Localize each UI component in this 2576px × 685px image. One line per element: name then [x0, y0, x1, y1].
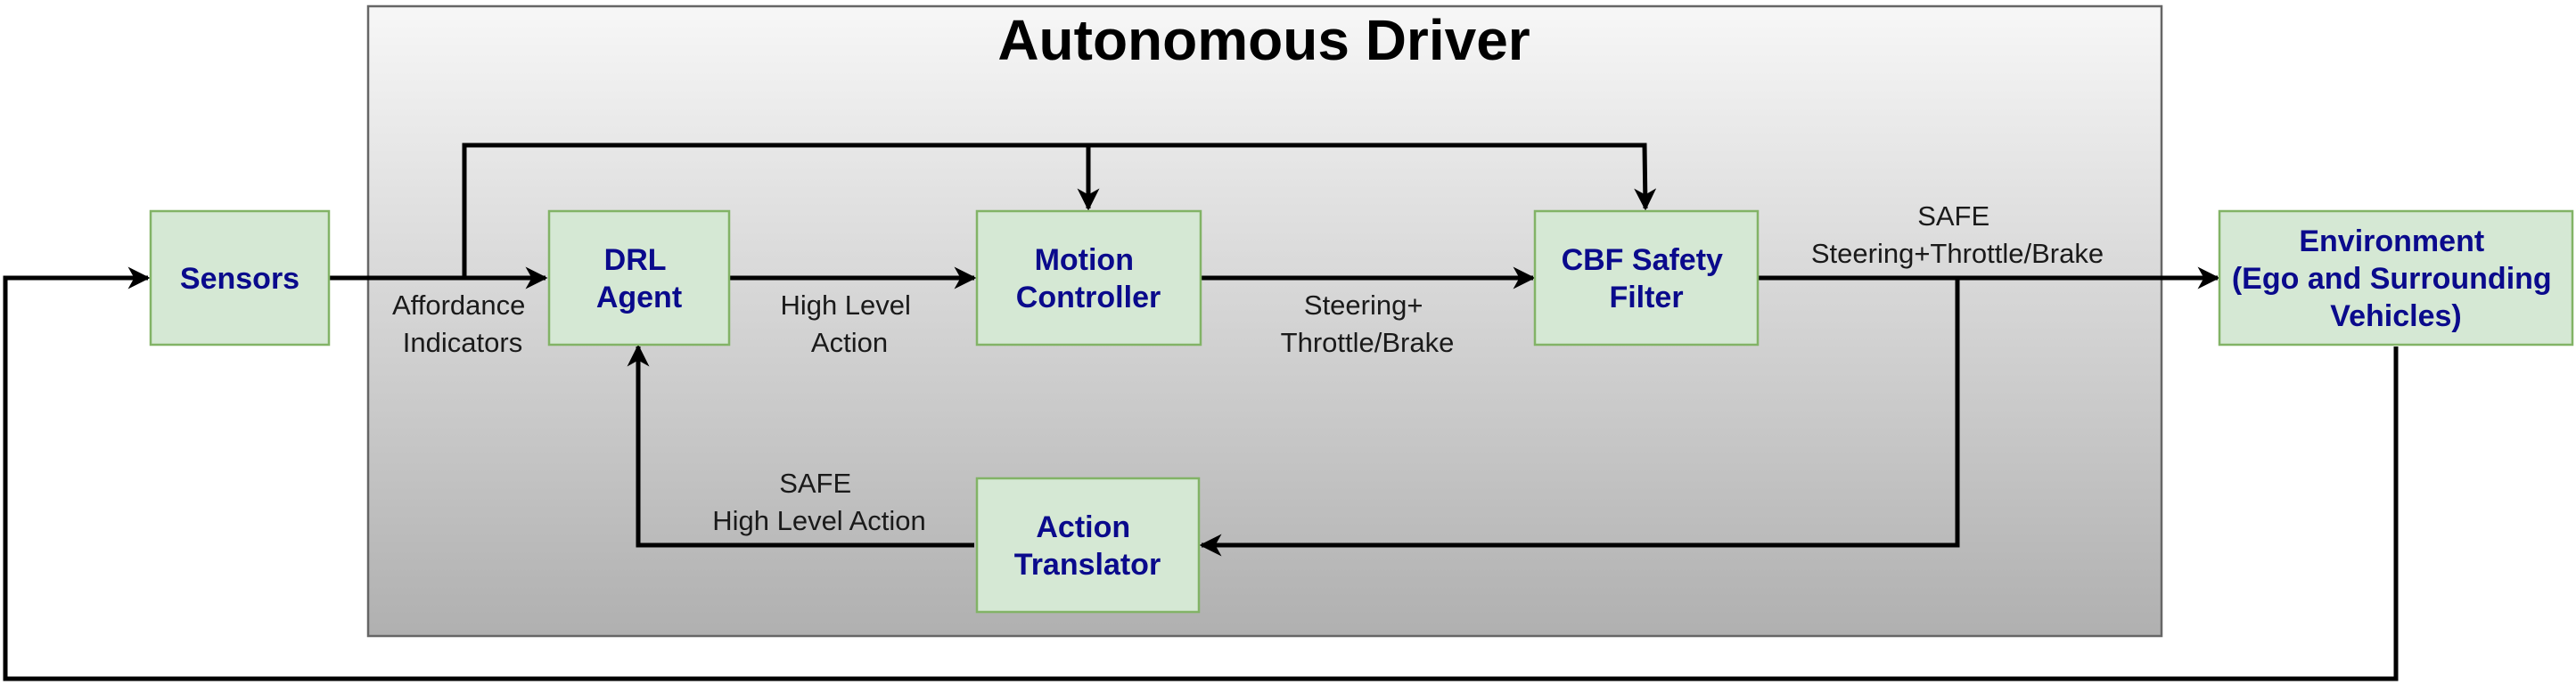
edge-label-steering-throttle-brake-line-1: Steering+	[1304, 289, 1423, 321]
block-action-translator-label-line-1: Action	[1036, 510, 1130, 544]
block-environment: Environment (Ego and Surrounding Vehicle…	[2218, 209, 2574, 347]
block-environment-label-line-3: Vehicles)	[2330, 299, 2461, 333]
edge-label-affordance-indicators: Affordance Indicators	[392, 289, 533, 358]
edge-label-affordance-indicators-line-1: Affordance	[392, 289, 525, 321]
svg-text:DRL Agent: DRL Agent	[596, 243, 682, 314]
edge-label-safe-high-level-action-line-2: High Level Action	[712, 505, 926, 536]
edge-label-safe-high-level-action: SAFE High Level Action	[712, 468, 926, 536]
block-cbf-safety-filter-label-line-1: CBF Safety	[1562, 243, 1723, 277]
block-environment-label-line-2: (Ego and Surrounding	[2232, 262, 2552, 296]
connector-cbf-branch-to-action-translator	[1199, 278, 1960, 557]
container-title: Autonomous Driver	[997, 8, 1530, 72]
connector-action-translator-to-drl-agent	[627, 344, 974, 548]
edge-label-steering-throttle-brake-line-2: Throttle/Brake	[1281, 327, 1455, 358]
connector-affordance-branch-top	[462, 143, 1657, 278]
edge-label-affordance-indicators-line-2: Indicators	[403, 327, 522, 358]
block-drl-agent-label-line-1: DRL	[604, 243, 666, 277]
block-motion-controller-label-line-2: Controller	[1016, 281, 1161, 314]
edge-label-safe-steering-throttle-brake: SAFE Steering+Throttle/Brake	[1811, 200, 2104, 269]
block-cbf-safety-filter: CBF Safety Filter	[1533, 209, 1760, 347]
connectors	[3, 143, 2399, 681]
edge-label-safe-steering-line-2: Steering+Throttle/Brake	[1811, 238, 2104, 269]
block-action-translator: Action Translator	[975, 477, 1201, 614]
edge-label-high-level-action: High Level Action	[780, 289, 918, 358]
edge-label-safe-high-level-action-line-1: SAFE	[779, 468, 851, 499]
edge-label-high-level-action-line-2: Action	[811, 327, 888, 358]
edge-label-steering-throttle-brake: Steering+ Throttle/Brake	[1281, 289, 1455, 358]
block-drl-agent: DRL Agent	[547, 209, 731, 347]
edge-label-high-level-action-line-1: High Level	[780, 289, 910, 321]
connector-environment-feedback-to-sensors	[3, 266, 2399, 681]
svg-text:Motion Controller: Motion Controller	[1016, 243, 1161, 314]
block-sensors-label: Sensors	[180, 262, 299, 296]
svg-text:Environment (Ego and Sur: Environment (Ego and Surrounding Vehicle…	[2232, 224, 2560, 333]
svg-text:CBF Safety Filter: CBF Safety Filter	[1562, 243, 1732, 314]
block-motion-controller-label-line-1: Motion	[1035, 243, 1134, 277]
block-action-translator-label-line-2: Translator	[1014, 548, 1161, 582]
edge-labels: Affordance Indicators High Level Action …	[392, 200, 2104, 536]
block-environment-label-line-1: Environment	[2299, 224, 2484, 258]
block-drl-agent-label-line-2: Agent	[596, 281, 682, 314]
svg-text:Sensors: Sensors	[180, 262, 299, 296]
edge-label-safe-steering-line-1: SAFE	[1917, 200, 1989, 232]
block-cbf-safety-filter-label-line-2: Filter	[1609, 281, 1683, 314]
block-motion-controller: Motion Controller	[975, 209, 1202, 347]
block-sensors: Sensors	[149, 209, 331, 347]
svg-text:Action Translator: Action Translator	[1014, 510, 1161, 582]
